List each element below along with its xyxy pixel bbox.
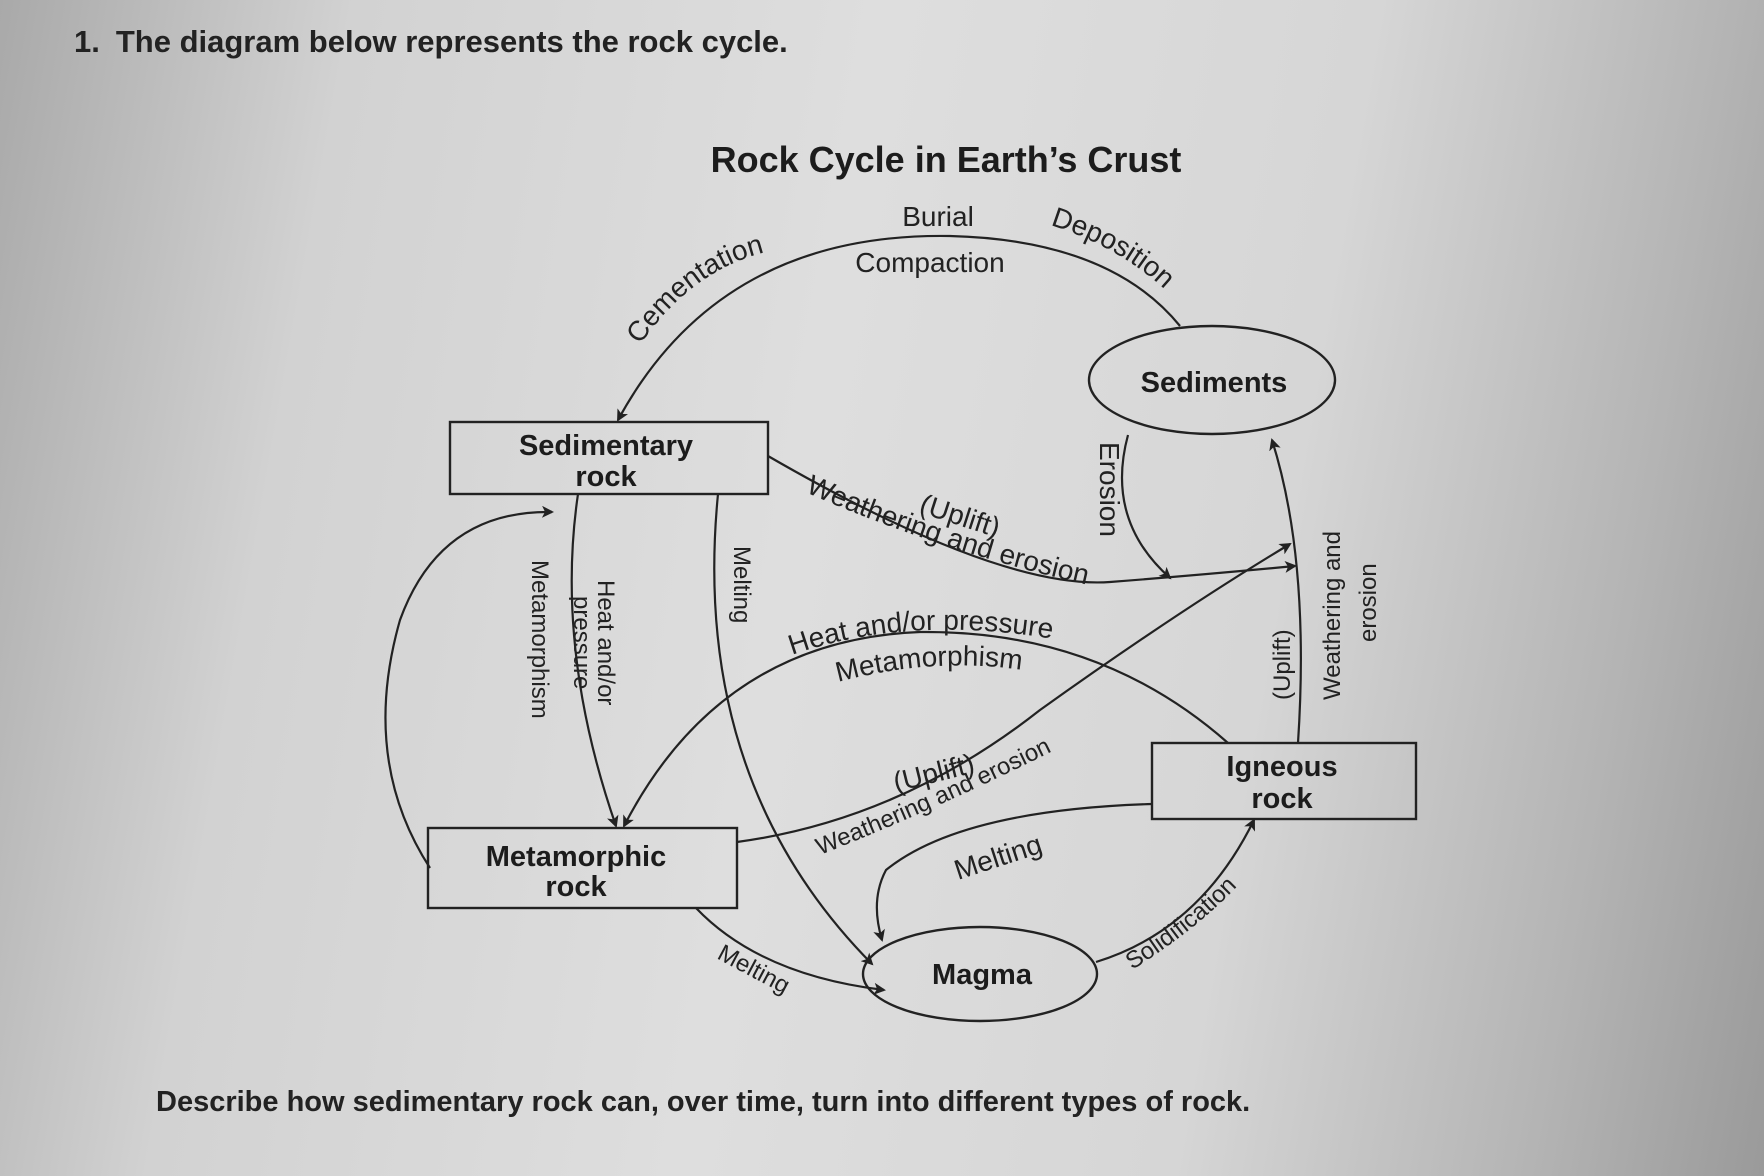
question-prompt: Describe how sedimentary rock can, over …	[156, 1086, 1251, 1118]
question-text: The diagram below represents the rock cy…	[115, 24, 788, 59]
label-metamorphism-left: Metamorphism	[526, 560, 553, 719]
arrow-igneous-to-magma	[873, 802, 1153, 942]
label-deposition: Deposition	[1048, 201, 1181, 294]
arrow-igneous-to-sediments	[1269, 438, 1302, 744]
sediments-ellipse	[1087, 324, 1337, 436]
arrow-igneous-to-metamorphic	[623, 630, 1229, 828]
label-weathering-right-2: erosion	[1355, 563, 1382, 642]
label-heat-pressure-left-2: pressure	[568, 596, 595, 689]
diagram-title: Rock Cycle in Earth’s Crust	[711, 139, 1182, 180]
label-uplift-right: (Uplift)	[1269, 629, 1296, 700]
metamorphic-rock-label-1: Metamorphic	[486, 841, 666, 873]
arrow-sedimentary-to-metamorphic	[570, 493, 619, 828]
arrow-metamorphic-to-sedimentary	[384, 505, 554, 869]
label-erosion: Erosion	[1094, 442, 1125, 537]
arrow-metamorphic-to-sediments	[736, 542, 1292, 844]
label-metamorphism-mid: Metamorphism	[832, 640, 1024, 687]
label-melting-bottom: Melting	[713, 939, 794, 999]
sedimentary-rock-box	[448, 420, 770, 496]
label-melting-left: Melting	[728, 546, 755, 623]
arrow-sediments-to-sedimentary	[617, 234, 1181, 422]
igneous-rock-label-1: Igneous	[1226, 751, 1337, 783]
arrow-metamorphic-to-magma	[695, 907, 886, 995]
igneous-rock-box	[1150, 741, 1418, 821]
arrow-magma-to-igneous	[1095, 818, 1255, 964]
metamorphic-rock-label-2: rock	[545, 871, 607, 903]
sediments-label: Sediments	[1141, 367, 1288, 399]
label-cementation: Cementation	[620, 228, 766, 348]
question-number: 1.	[74, 24, 100, 59]
sedimentary-rock-label-2: rock	[575, 461, 637, 493]
label-solidification: Solidification	[1121, 872, 1242, 976]
sedimentary-rock-label-1: Sedimentary	[519, 430, 693, 462]
arrow-sedimentary-to-magma	[713, 493, 874, 966]
igneous-rock-label-2: rock	[1251, 783, 1313, 815]
arrow-sedimentary-to-sediments	[767, 455, 1297, 584]
label-heat-pressure-left-1: Heat and/or	[592, 580, 619, 705]
magma-ellipse	[861, 925, 1099, 1023]
label-weathering-right-1: Weathering and	[1319, 531, 1346, 700]
magma-label: Magma	[932, 959, 1033, 991]
arrow-erosion	[1120, 434, 1172, 580]
label-compaction: Compaction	[855, 247, 1004, 278]
label-melting-mid: Melting	[950, 828, 1045, 885]
question-heading: 1. The diagram below represents the rock …	[74, 24, 788, 60]
metamorphic-rock-box	[426, 826, 739, 910]
label-weathering-top: Weathering and erosion	[803, 469, 1093, 590]
label-burial: Burial	[902, 201, 974, 232]
